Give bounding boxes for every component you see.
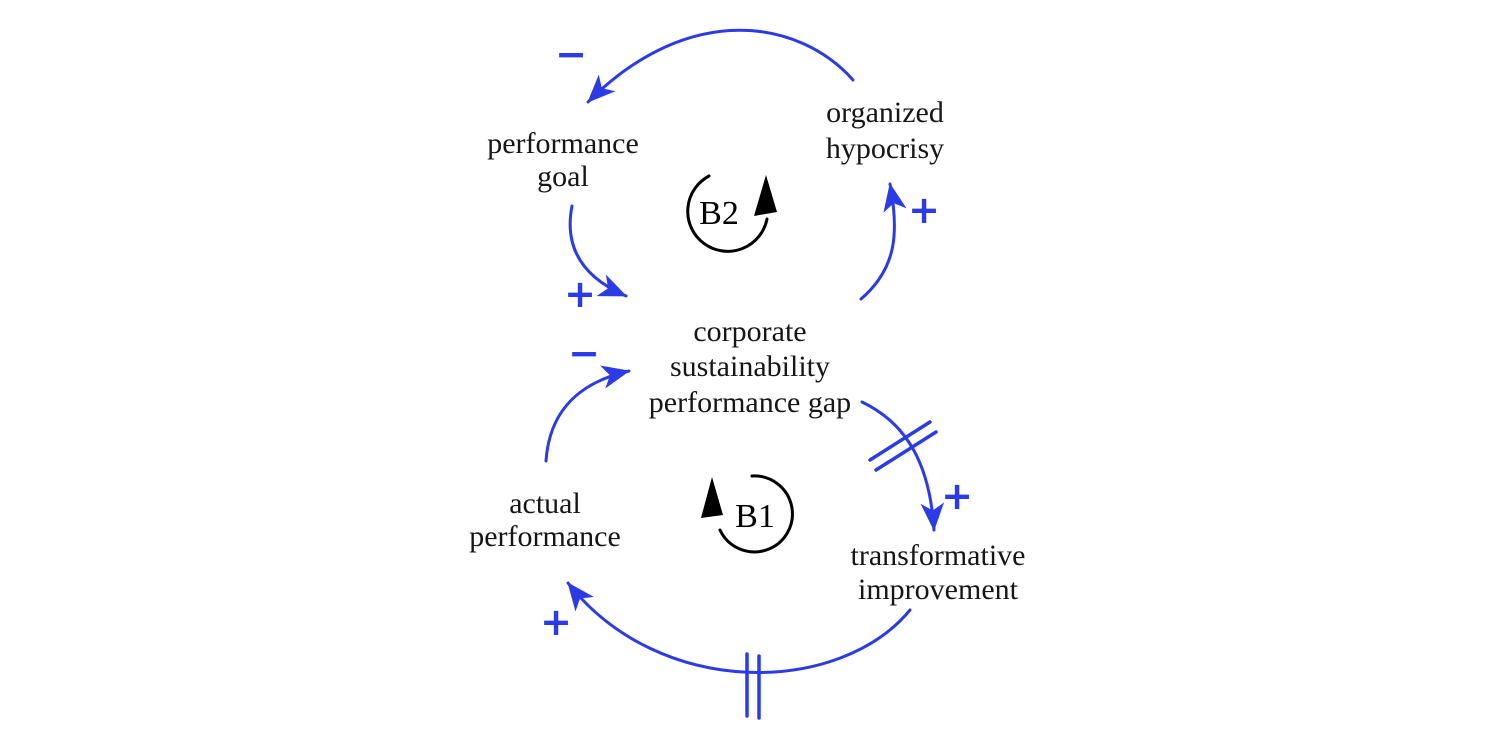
delay-mark — [745, 652, 761, 720]
link-curve — [586, 28, 855, 104]
link-performance-goal-to-gap: + — [564, 204, 628, 316]
loop-label: B2 — [699, 195, 739, 232]
loop-arrowhead-icon — [754, 175, 777, 216]
node-corporate-sustainability-performance-gap: corporate sustainability performance gap — [649, 315, 851, 419]
link-transformative-improvement-to-actual-performance: + — [540, 581, 912, 720]
link-curve — [859, 182, 907, 301]
node-label-line: sustainability — [670, 350, 830, 383]
loop-arc — [718, 474, 794, 554]
loop-b1-indicator: B1 — [701, 474, 794, 554]
polarity-sign: + — [540, 600, 572, 644]
node-label-line: hypocrisy — [826, 132, 944, 165]
node-label-line: performance — [469, 520, 621, 553]
link-curve — [860, 400, 945, 532]
link-curve — [568, 204, 628, 298]
loop-arc — [686, 174, 769, 253]
node-label-line: corporate — [693, 315, 806, 348]
node-label-line: goal — [537, 160, 589, 193]
loop-b2-indicator: B2 — [686, 174, 777, 253]
node-label-line: improvement — [858, 573, 1019, 606]
node-transformative-improvement: transformative improvement — [851, 539, 1026, 606]
loop-label: B1 — [735, 498, 775, 535]
node-label-line: performance gap — [649, 386, 851, 419]
link-curve — [544, 365, 631, 463]
link-gap-to-organized-hypocrisy: + — [859, 182, 940, 301]
polarity-sign: − — [555, 32, 587, 76]
node-organized-hypocrisy: organized hypocrisy — [826, 96, 944, 165]
node-actual-performance: actual performance — [469, 487, 621, 553]
delay-tick — [874, 430, 938, 472]
polarity-sign: + — [564, 272, 596, 316]
node-performance-goal: performance goal — [487, 127, 639, 193]
node-label-line: actual — [509, 487, 581, 520]
link-gap-to-transformative-improvement: + — [860, 400, 973, 532]
polarity-sign: + — [908, 188, 940, 232]
polarity-sign: + — [941, 474, 973, 518]
node-label-line: performance — [487, 127, 639, 160]
loop-arrowhead-icon — [701, 477, 723, 518]
polarity-sign: − — [568, 331, 600, 375]
node-label-line: transformative — [851, 539, 1026, 572]
delay-mark — [868, 420, 938, 472]
link-organized-hypocrisy-to-performance-goal: − — [555, 28, 855, 104]
node-label-line: organized — [826, 96, 944, 129]
delay-tick — [868, 420, 932, 462]
link-actual-performance-to-gap: − — [544, 331, 631, 463]
